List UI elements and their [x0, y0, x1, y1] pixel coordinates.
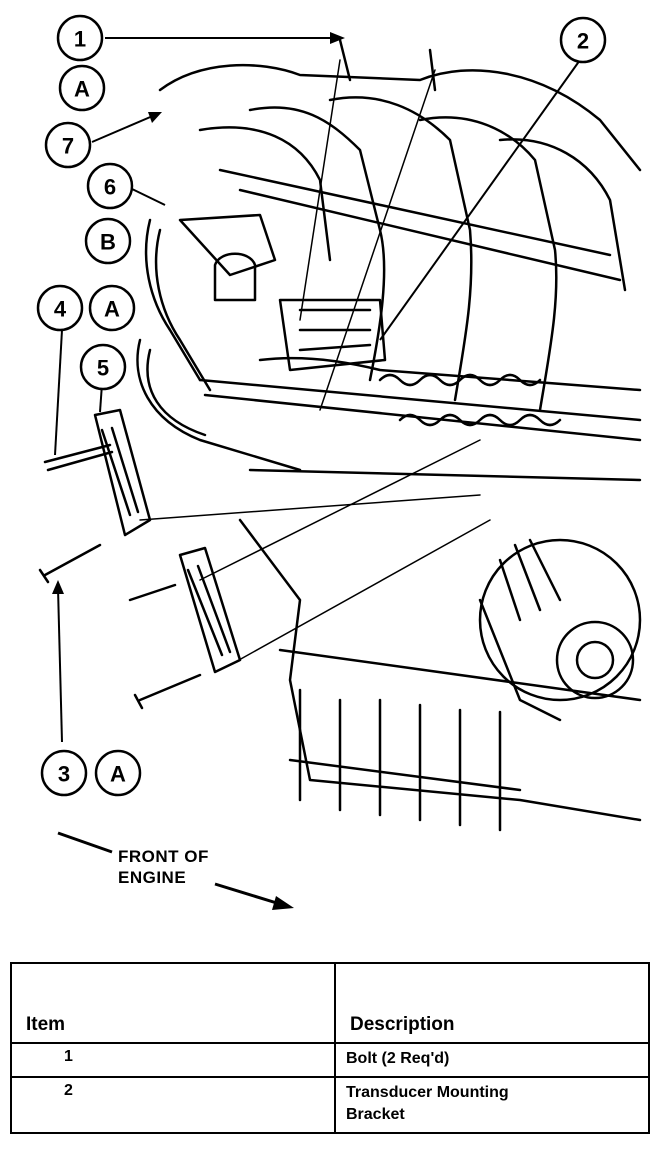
header-item: Item [10, 962, 336, 1044]
callout-circle-6 [86, 162, 134, 210]
row-1-description: Bolt (2 Req'd) [334, 1042, 650, 1078]
callout-circle-a-top [58, 64, 106, 112]
callout-circle-3 [40, 749, 88, 797]
engine-line-art [38, 38, 642, 832]
row-2-description-line2: Bracket [346, 1106, 405, 1123]
callout-label-a-middle: A [104, 297, 120, 322]
leader-arrowheads [52, 32, 345, 594]
table-row: 1 Bolt (2 Req'd) [10, 1042, 650, 1078]
callout-circle-1 [56, 14, 104, 62]
callout-circle-5 [79, 343, 127, 391]
callout-label-2: 2 [577, 29, 589, 54]
callout-circle-a-middle [88, 284, 136, 332]
callout-circles [36, 14, 607, 797]
row-2-description: Transducer Mounting Bracket [334, 1076, 650, 1134]
callout-label-1: 1 [74, 27, 86, 52]
row-1-item: 1 [10, 1042, 336, 1078]
table-row: 2 Transducer Mounting Bracket [10, 1076, 650, 1134]
callout-circle-a-bottom [94, 749, 142, 797]
header-description: Description [334, 962, 650, 1044]
callout-label-a-bottom: A [110, 762, 126, 787]
callout-circle-4 [36, 284, 84, 332]
engine-diagram: 1 A 7 6 B 4 A 5 2 3 A [36, 14, 642, 910]
front-of-engine-line1: FRONT OF [118, 847, 209, 866]
callout-label-6: 6 [104, 175, 116, 200]
callout-circle-b [84, 217, 132, 265]
callout-label-5: 5 [97, 356, 109, 381]
parts-table-header-row: Item Description [10, 962, 650, 1044]
callout-label-3: 3 [58, 762, 70, 787]
row-2-description-line1: Transducer Mounting [346, 1084, 509, 1101]
front-of-engine-arrow [57, 831, 294, 910]
front-of-engine-line2: ENGINE [118, 868, 187, 887]
callout-label-4: 4 [54, 297, 67, 322]
callout-label-a-top: A [74, 77, 90, 102]
callout-label-b: B [100, 230, 116, 255]
front-of-engine-label: FRONT OF ENGINE [118, 846, 209, 888]
row-2-item: 2 [10, 1076, 336, 1134]
callout-circle-7 [44, 121, 92, 169]
callout-circle-2 [559, 16, 607, 64]
callout-label-7: 7 [62, 134, 74, 159]
parts-table: Item Description 1 Bolt (2 Req'd) 2 Tran… [10, 962, 650, 1134]
